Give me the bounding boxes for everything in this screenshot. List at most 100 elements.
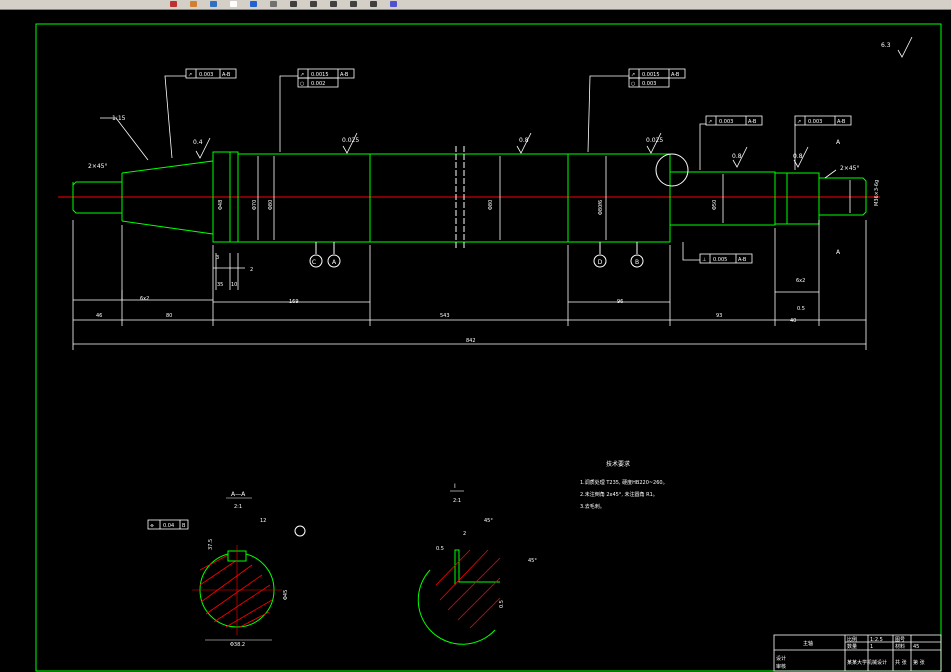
dim-80-label: 80: [166, 313, 172, 319]
window-icon: [330, 1, 337, 7]
dim-overall-label: 842: [466, 338, 476, 344]
detail-i: I 2:1 45° 45° 0.5 0.5 2: [417, 483, 537, 645]
svg-text:共 张: 共 张: [895, 659, 907, 666]
svg-text:材料: 材料: [895, 643, 905, 650]
cad-drawing[interactable]: 6.3 0.4 0.025 0.8 0.025 0.8 0.8 1:15 2×4…: [0, 10, 951, 672]
dim-2-label: 2: [250, 267, 253, 273]
ref-c-label: C: [312, 259, 316, 266]
dimension-lines: [72, 156, 867, 350]
svg-text:○: ○: [300, 81, 304, 87]
svg-text:A-B: A-B: [837, 119, 846, 125]
svg-text:0.003: 0.003: [199, 72, 213, 78]
svg-text:0.0015: 0.0015: [642, 72, 660, 78]
dia-d-label: Φ80: [488, 200, 494, 210]
svg-text:第 张: 第 张: [913, 659, 925, 666]
tool-button-11[interactable]: [370, 0, 377, 8]
svg-text:⊥: ⊥: [702, 257, 706, 263]
dim-40-label: 40: [790, 318, 796, 324]
toolbar: [0, 0, 951, 10]
tool-button-3[interactable]: [210, 0, 217, 8]
taper-label: 1:15: [112, 115, 126, 122]
note-1: 1.调质处理 T235, 硬度HB220~260。: [580, 479, 668, 486]
extents-icon: [310, 1, 317, 7]
dim-3-label: 3: [216, 255, 219, 261]
leaders: [100, 75, 837, 261]
svg-text:↗: ↗: [300, 72, 304, 78]
title-block: [773, 634, 942, 672]
svg-text:图号: 图号: [895, 637, 905, 643]
svg-text:A-B: A-B: [748, 119, 757, 125]
cursor-icon: [230, 1, 237, 7]
tool-button-10[interactable]: [350, 0, 357, 8]
ra-c-label: 0.025: [646, 137, 663, 144]
svg-text:Φ45: Φ45: [283, 590, 289, 600]
svg-text:0.003: 0.003: [808, 119, 822, 125]
svg-text:37.5: 37.5: [208, 539, 214, 550]
tool-button-2[interactable]: [190, 0, 197, 8]
tool-button-9[interactable]: [330, 0, 337, 8]
tool-button-4[interactable]: [230, 0, 237, 8]
dim-35-label: 35: [217, 282, 223, 288]
notes-title: 技术要求: [606, 460, 630, 468]
svg-text:A-B: A-B: [222, 72, 231, 78]
datum-a-top-label: A: [836, 139, 841, 146]
svg-text:某某大学机械设计: 某某大学机械设计: [847, 659, 887, 666]
red-tool-icon: [170, 1, 177, 7]
svg-text:45: 45: [913, 644, 919, 650]
dim-96-label: 96: [617, 299, 623, 305]
chamfer-left-label: 2×45°: [88, 163, 107, 170]
svg-text:0.003: 0.003: [642, 81, 656, 87]
help-icon: [390, 1, 397, 7]
svg-text:0.0015: 0.0015: [311, 72, 329, 78]
border-frame: [35, 23, 942, 672]
svg-text:主轴: 主轴: [803, 640, 813, 647]
svg-text:⌯: ⌯: [150, 523, 154, 529]
svg-text:1: 1: [870, 644, 873, 650]
tool-button-7[interactable]: [290, 0, 297, 8]
roughness-general-label: 6.3: [881, 42, 891, 49]
dim-6x2-left-label: 6x2: [140, 296, 149, 302]
ra-right-label: 0.8: [732, 153, 742, 160]
svg-text:2:1: 2:1: [453, 498, 461, 504]
drawing-labels: 6.3 0.4 0.025 0.8 0.025 0.8 0.8 1:15 2×4…: [88, 42, 891, 344]
svg-text:0.5: 0.5: [499, 600, 505, 608]
ref-b-label: B: [635, 259, 639, 266]
ref-d-label: D: [598, 259, 603, 266]
tool-button-12[interactable]: [390, 0, 397, 8]
tool-button-6[interactable]: [270, 0, 277, 8]
svg-text:0.002: 0.002: [311, 81, 325, 87]
shaft-profile: [72, 151, 867, 243]
dim-0.5-label: 0.5: [797, 306, 805, 312]
svg-text:2: 2: [463, 531, 466, 537]
pan-icon: [290, 1, 297, 7]
tool-button-8[interactable]: [310, 0, 317, 8]
svg-text:A-B: A-B: [340, 72, 349, 78]
note-2: 2.未注倒角 2x45°, 未注圆角 R1。: [580, 491, 658, 498]
dim-46-label: 46: [96, 313, 102, 319]
svg-text:比例: 比例: [847, 636, 857, 643]
svg-text:0.04: 0.04: [163, 523, 174, 529]
grid-icon: [350, 1, 357, 7]
note-3: 3.去毛刺。: [580, 503, 605, 510]
svg-text:A-B: A-B: [671, 72, 680, 78]
section-a-a: A—A 2:1 12 37.5 Φ45 Φ38.2: [192, 491, 306, 648]
tool-button-5[interactable]: [250, 0, 257, 8]
svg-text:12: 12: [260, 518, 266, 524]
reference-bubbles: [309, 242, 644, 268]
fcf-group: [147, 68, 852, 530]
tool-button-1[interactable]: [170, 0, 177, 8]
svg-text:数量: 数量: [847, 643, 857, 650]
svg-text:2:1: 2:1: [234, 504, 242, 510]
ra-mid-label: 0.8: [519, 137, 529, 144]
svg-text:1:2.5: 1:2.5: [870, 637, 883, 643]
svg-text:设计: 设计: [776, 655, 786, 662]
roughness-symbols: [195, 36, 913, 168]
ra-b-label: 0.025: [342, 137, 359, 144]
svg-text:0.005: 0.005: [713, 257, 727, 263]
svg-text:A—A: A—A: [231, 491, 246, 498]
dia-a-label: Φ48: [218, 200, 224, 210]
svg-text:↗: ↗: [631, 72, 635, 78]
snap-icon: [370, 1, 377, 7]
svg-text:↗: ↗: [797, 119, 801, 125]
